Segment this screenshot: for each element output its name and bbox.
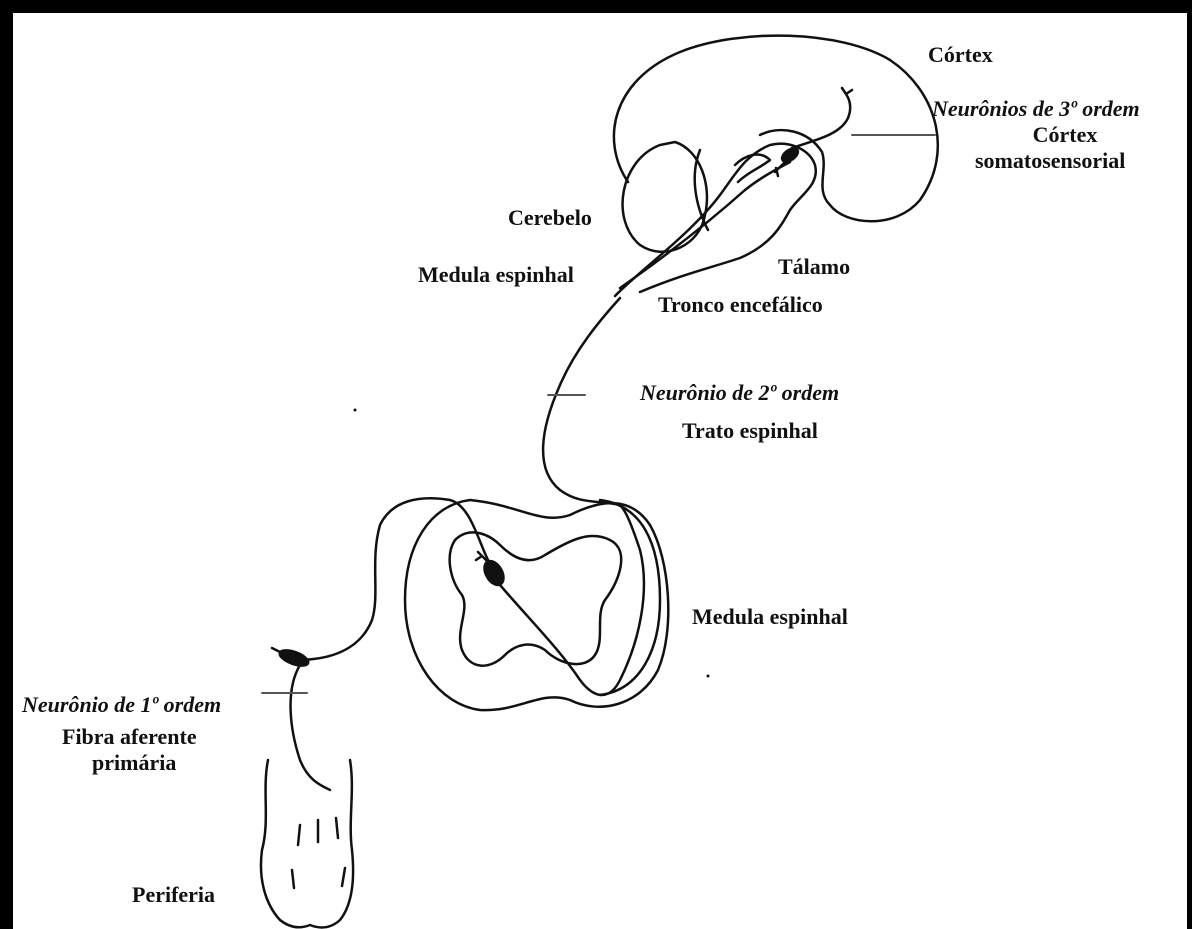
third-order-dendrite xyxy=(775,162,785,176)
label-trato-espinhal: Trato espinhal xyxy=(682,418,818,444)
label-third-order-neuron: Neurônios de 3º ordem xyxy=(932,96,1140,122)
label-cortex-somato-2: somatosensorial xyxy=(975,148,1125,174)
spinal-cord-outline xyxy=(405,500,668,710)
cerebrum-outline xyxy=(614,36,938,222)
speck xyxy=(707,675,710,678)
label-medula-espinhal-mid: Medula espinhal xyxy=(692,604,848,630)
speck xyxy=(354,409,357,412)
label-fibra-aferente: Fibra aferente xyxy=(62,724,197,750)
cerebellum-outline xyxy=(623,142,707,252)
second-order-axon-cross xyxy=(500,505,644,695)
label-cerebelo: Cerebelo xyxy=(508,205,592,231)
third-order-soma xyxy=(780,146,800,165)
paw-lines xyxy=(292,818,345,888)
second-order-tract xyxy=(543,298,620,505)
first-order-soma xyxy=(278,647,310,669)
label-primaria: primária xyxy=(92,750,176,776)
first-order-soma-tip xyxy=(272,648,280,652)
label-first-order-neuron: Neurônio de 1º ordem xyxy=(22,692,221,718)
spinal-grey-matter xyxy=(450,532,622,665)
label-cortex-somato-1: Córtex xyxy=(1010,122,1120,148)
label-tronco-encefalico: Tronco encefálico xyxy=(658,292,823,318)
third-order-axon xyxy=(792,88,852,148)
label-medula-espinhal-top: Medula espinhal xyxy=(418,262,574,288)
label-cortex: Córtex xyxy=(928,42,993,68)
second-order-soma xyxy=(481,558,508,589)
label-second-order-neuron: Neurônio de 2º ordem xyxy=(640,380,839,406)
label-talamo: Tálamo xyxy=(778,254,850,280)
label-periferia: Periferia xyxy=(132,882,215,908)
first-order-fiber-peripheral xyxy=(291,665,330,790)
paw-outline xyxy=(261,760,353,928)
